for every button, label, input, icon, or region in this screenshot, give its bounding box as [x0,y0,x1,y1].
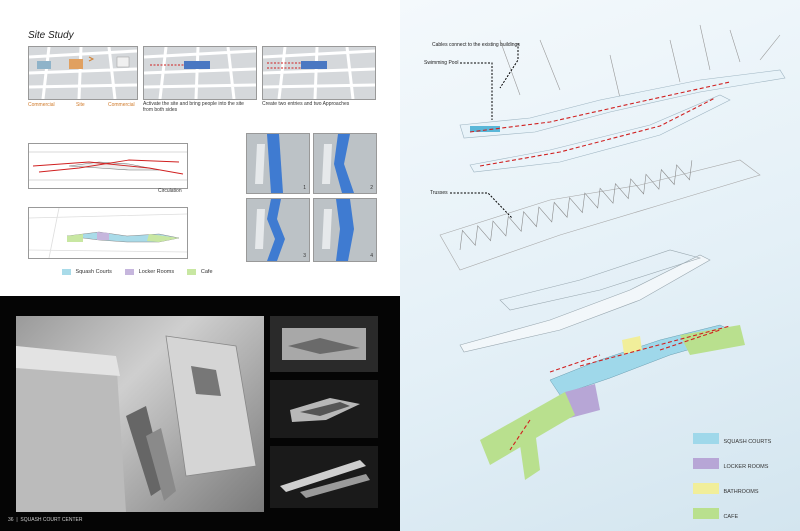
legend-label-locker: Locker Rooms [138,268,175,275]
variation-2: 2 [313,133,377,194]
model-photo-bottom [270,446,378,508]
variation-number-3: 3 [303,253,306,259]
program-diagram [28,207,188,259]
project-title: SQUASH COURT CENTER [20,517,83,523]
variation-3: 3 [246,198,310,262]
site-label-site: Site [76,102,85,108]
exploded-legend-swatch-cafe [693,508,719,520]
site-model-photo [16,316,264,512]
label-cables: Cables connect to the existing buildings [432,42,520,48]
exploded-legend-item-bathrooms: BATHROOMS [693,480,771,498]
exploded-legend-item-cafe: CAFE [693,505,771,523]
variation-number-4: 4 [370,253,373,259]
circulation-label: Circulation [158,188,182,194]
exploded-legend-label-cafe: CAFE [723,514,739,520]
site-study-title: Site Study [28,30,74,41]
exploded-legend-swatch-locker [693,458,719,470]
model-photo-middle [270,380,378,438]
legend-swatch-cafe [187,268,197,275]
variation-4: 4 [313,198,377,262]
site-label-commercial-right: Commercial [108,102,135,108]
exploded-axonometric-drawing [439,24,786,480]
legend-label-cafe: Cafe [200,268,213,275]
program-legend: Squash Courts Locker Rooms Cafe [62,263,213,281]
legend-swatch-locker [125,268,135,275]
exploded-legend-label-bathrooms: BATHROOMS [723,489,759,495]
exploded-legend-item-locker: LOCKER ROOMS [693,455,771,473]
site-label-commercial-left: Commercial [28,102,55,108]
variation-number-2: 2 [370,185,373,191]
label-swimming-pool: Swimming Pool [424,60,459,66]
right-page: Cables connect to the existing buildings… [400,0,800,531]
footer: 36 | SQUASH COURT CENTER [8,517,83,523]
exploded-legend-swatch-squash [693,433,719,445]
legend-label-squash: Squash Courts [75,268,112,275]
site-caption-entries: Create two entries and two Approaches [262,101,350,107]
variation-number-1: 1 [303,185,306,191]
page-number: 36 [8,517,14,523]
site-plan-diagram-1 [28,46,138,100]
exploded-legend-label-locker: LOCKER ROOMS [723,464,769,470]
variation-1: 1 [246,133,310,194]
site-caption-activate: Activate the site and bring people into … [143,101,244,113]
circulation-diagram [28,143,188,189]
site-plan-diagram-2 [143,46,257,100]
exploded-legend-item-squash: SQUASH COURTS [693,430,771,448]
exploded-legend: SQUASH COURTS LOCKER ROOMS BATHROOMS CAF… [693,430,771,523]
site-plan-diagram-3 [262,46,376,100]
label-trusses: Trusses [430,190,448,196]
legend-swatch-squash [62,268,71,275]
exploded-legend-label-squash: SQUASH COURTS [723,439,772,445]
model-photos-section: 36 | SQUASH COURT CENTER [0,296,400,531]
model-photo-top [270,316,378,372]
exploded-legend-swatch-bathrooms [693,483,719,495]
